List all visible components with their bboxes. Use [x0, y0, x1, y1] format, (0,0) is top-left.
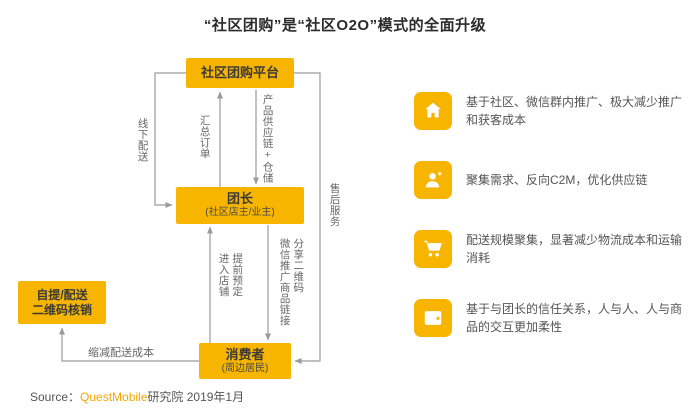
- benefits-panel: 基于社区、微信群内推广、极大减少推广和获客成本 聚集需求、反向C2M，优化供应链: [414, 92, 682, 337]
- edge-after-sales-line: [294, 72, 321, 364]
- node-leader-label: 团长: [226, 191, 253, 207]
- page-title: “社区团购”是“社区O2O”模式的全面升级: [203, 17, 487, 34]
- edge-label-offline-delivery: 线下配送: [136, 118, 149, 162]
- node-pickup-line1: 自提/配送: [36, 287, 88, 302]
- node-consumer-sub: (周边居民): [221, 362, 269, 374]
- node-leader-sub: (社区店主/业主): [205, 207, 275, 219]
- cart-icon: [414, 230, 452, 268]
- benefit-item-community: 基于社区、微信群内推广、极大减少推广和获客成本: [414, 92, 682, 130]
- wallet-icon: [414, 299, 452, 337]
- benefit-item-trust: 基于与团长的信任关系，人与人、人与商品的交互更加柔性: [414, 299, 682, 337]
- source-suffix: 研究院 2019年1月: [147, 390, 245, 404]
- edge-label-supply-chain: 产品供应链+仓储: [261, 94, 274, 184]
- benefit-text: 基于与团长的信任关系，人与人、人与商品的交互更加柔性: [466, 302, 683, 334]
- node-platform-label: 社区团购平台: [200, 64, 279, 80]
- people-icon: [414, 161, 452, 199]
- edge-offline-delivery-line: [154, 72, 186, 208]
- source-prefix: Source：: [30, 390, 81, 404]
- edge-label-after-sales: 售后服务: [328, 183, 341, 227]
- node-consumer-label: 消费者: [225, 346, 265, 362]
- edge-label-reduce-cost: 缩减配送成本: [88, 347, 154, 359]
- source-brand: QuestMobile: [80, 390, 148, 404]
- edge-label-enter-store: 进入店铺 提前预定: [217, 253, 244, 297]
- edge-label-wechat-promo: 微信推广商品链接 分享二维码: [278, 238, 305, 326]
- node-platform: 社区团购平台: [186, 58, 294, 88]
- edge-reduce-cost-line: [59, 327, 199, 362]
- benefit-text: 配送规模聚集，显著减少物流成本和运输消耗: [466, 233, 683, 265]
- benefit-item-logistics: 配送规模聚集，显著减少物流成本和运输消耗: [414, 230, 682, 268]
- node-leader: 团长 (社区店主/业主): [176, 187, 304, 224]
- store-icon: [414, 92, 452, 130]
- node-pickup-line2: 二维码核销: [31, 302, 92, 317]
- benefit-item-demand: 聚集需求、反向C2M，优化供应链: [414, 161, 682, 199]
- source-line: Source：QuestMobile研究院 2019年1月: [30, 388, 244, 405]
- node-pickup-verify: 自提/配送 二维码核销: [18, 281, 106, 324]
- edge-label-aggregate-orders: 汇总订单: [198, 115, 211, 159]
- benefit-text: 聚集需求、反向C2M，优化供应链: [466, 173, 648, 187]
- benefit-text: 基于社区、微信群内推广、极大减少推广和获客成本: [466, 95, 683, 127]
- node-consumer: 消费者 (周边居民): [199, 343, 291, 379]
